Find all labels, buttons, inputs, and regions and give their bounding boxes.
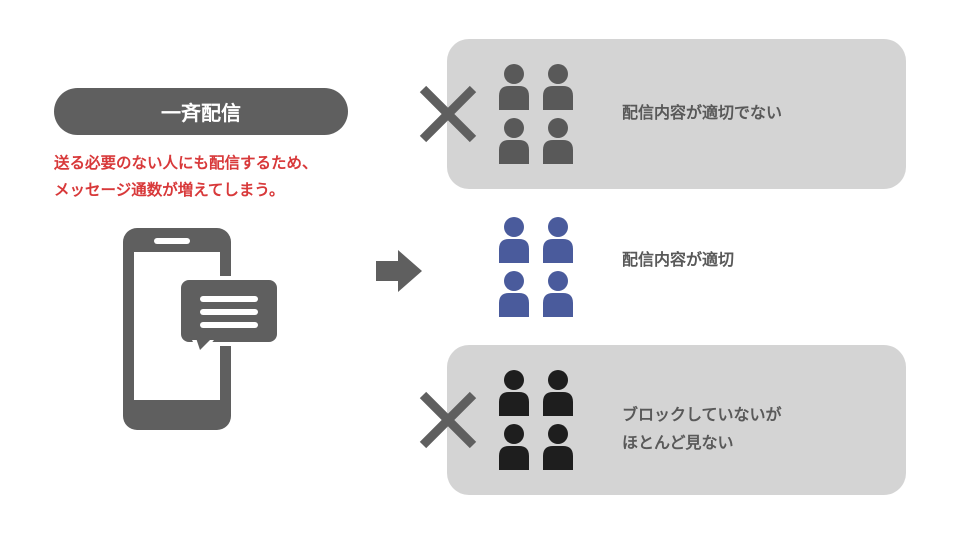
warning-note: 送る必要のない人にも配信するため、 メッセージ通数が増えてしまう。 (54, 150, 414, 204)
outcome-label-line: 配信内容が適切 (622, 250, 735, 269)
chat-bubble-icon (177, 276, 278, 357)
cross-icon (419, 391, 477, 449)
outcome-label-inappropriate: 配信内容が適切でない (622, 99, 782, 127)
broadcast-title-pill: 一斉配信 (54, 88, 348, 135)
broadcast-title: 一斉配信 (161, 101, 241, 125)
outcome-label-rarely-read: ブロックしていないが ほとんど見ない (622, 401, 782, 457)
arrow-right-icon (376, 250, 422, 292)
warning-note-line-1: 送る必要のない人にも配信するため、 (54, 154, 318, 172)
warning-note-line-2: メッセージ通数が増えてしまう。 (54, 181, 285, 199)
smartphone-icon (123, 228, 278, 430)
cross-icon (419, 85, 477, 143)
outcome-label-line: 配信内容が適切でない (622, 103, 783, 122)
people-group-icon (499, 64, 573, 164)
outcome-label-line: ブロックしていないが (622, 405, 782, 424)
people-group-icon (499, 370, 573, 470)
outcome-label-line: ほとんど見ない (622, 433, 734, 452)
people-group-icon (499, 217, 573, 317)
outcome-label-appropriate: 配信内容が適切 (622, 246, 734, 274)
